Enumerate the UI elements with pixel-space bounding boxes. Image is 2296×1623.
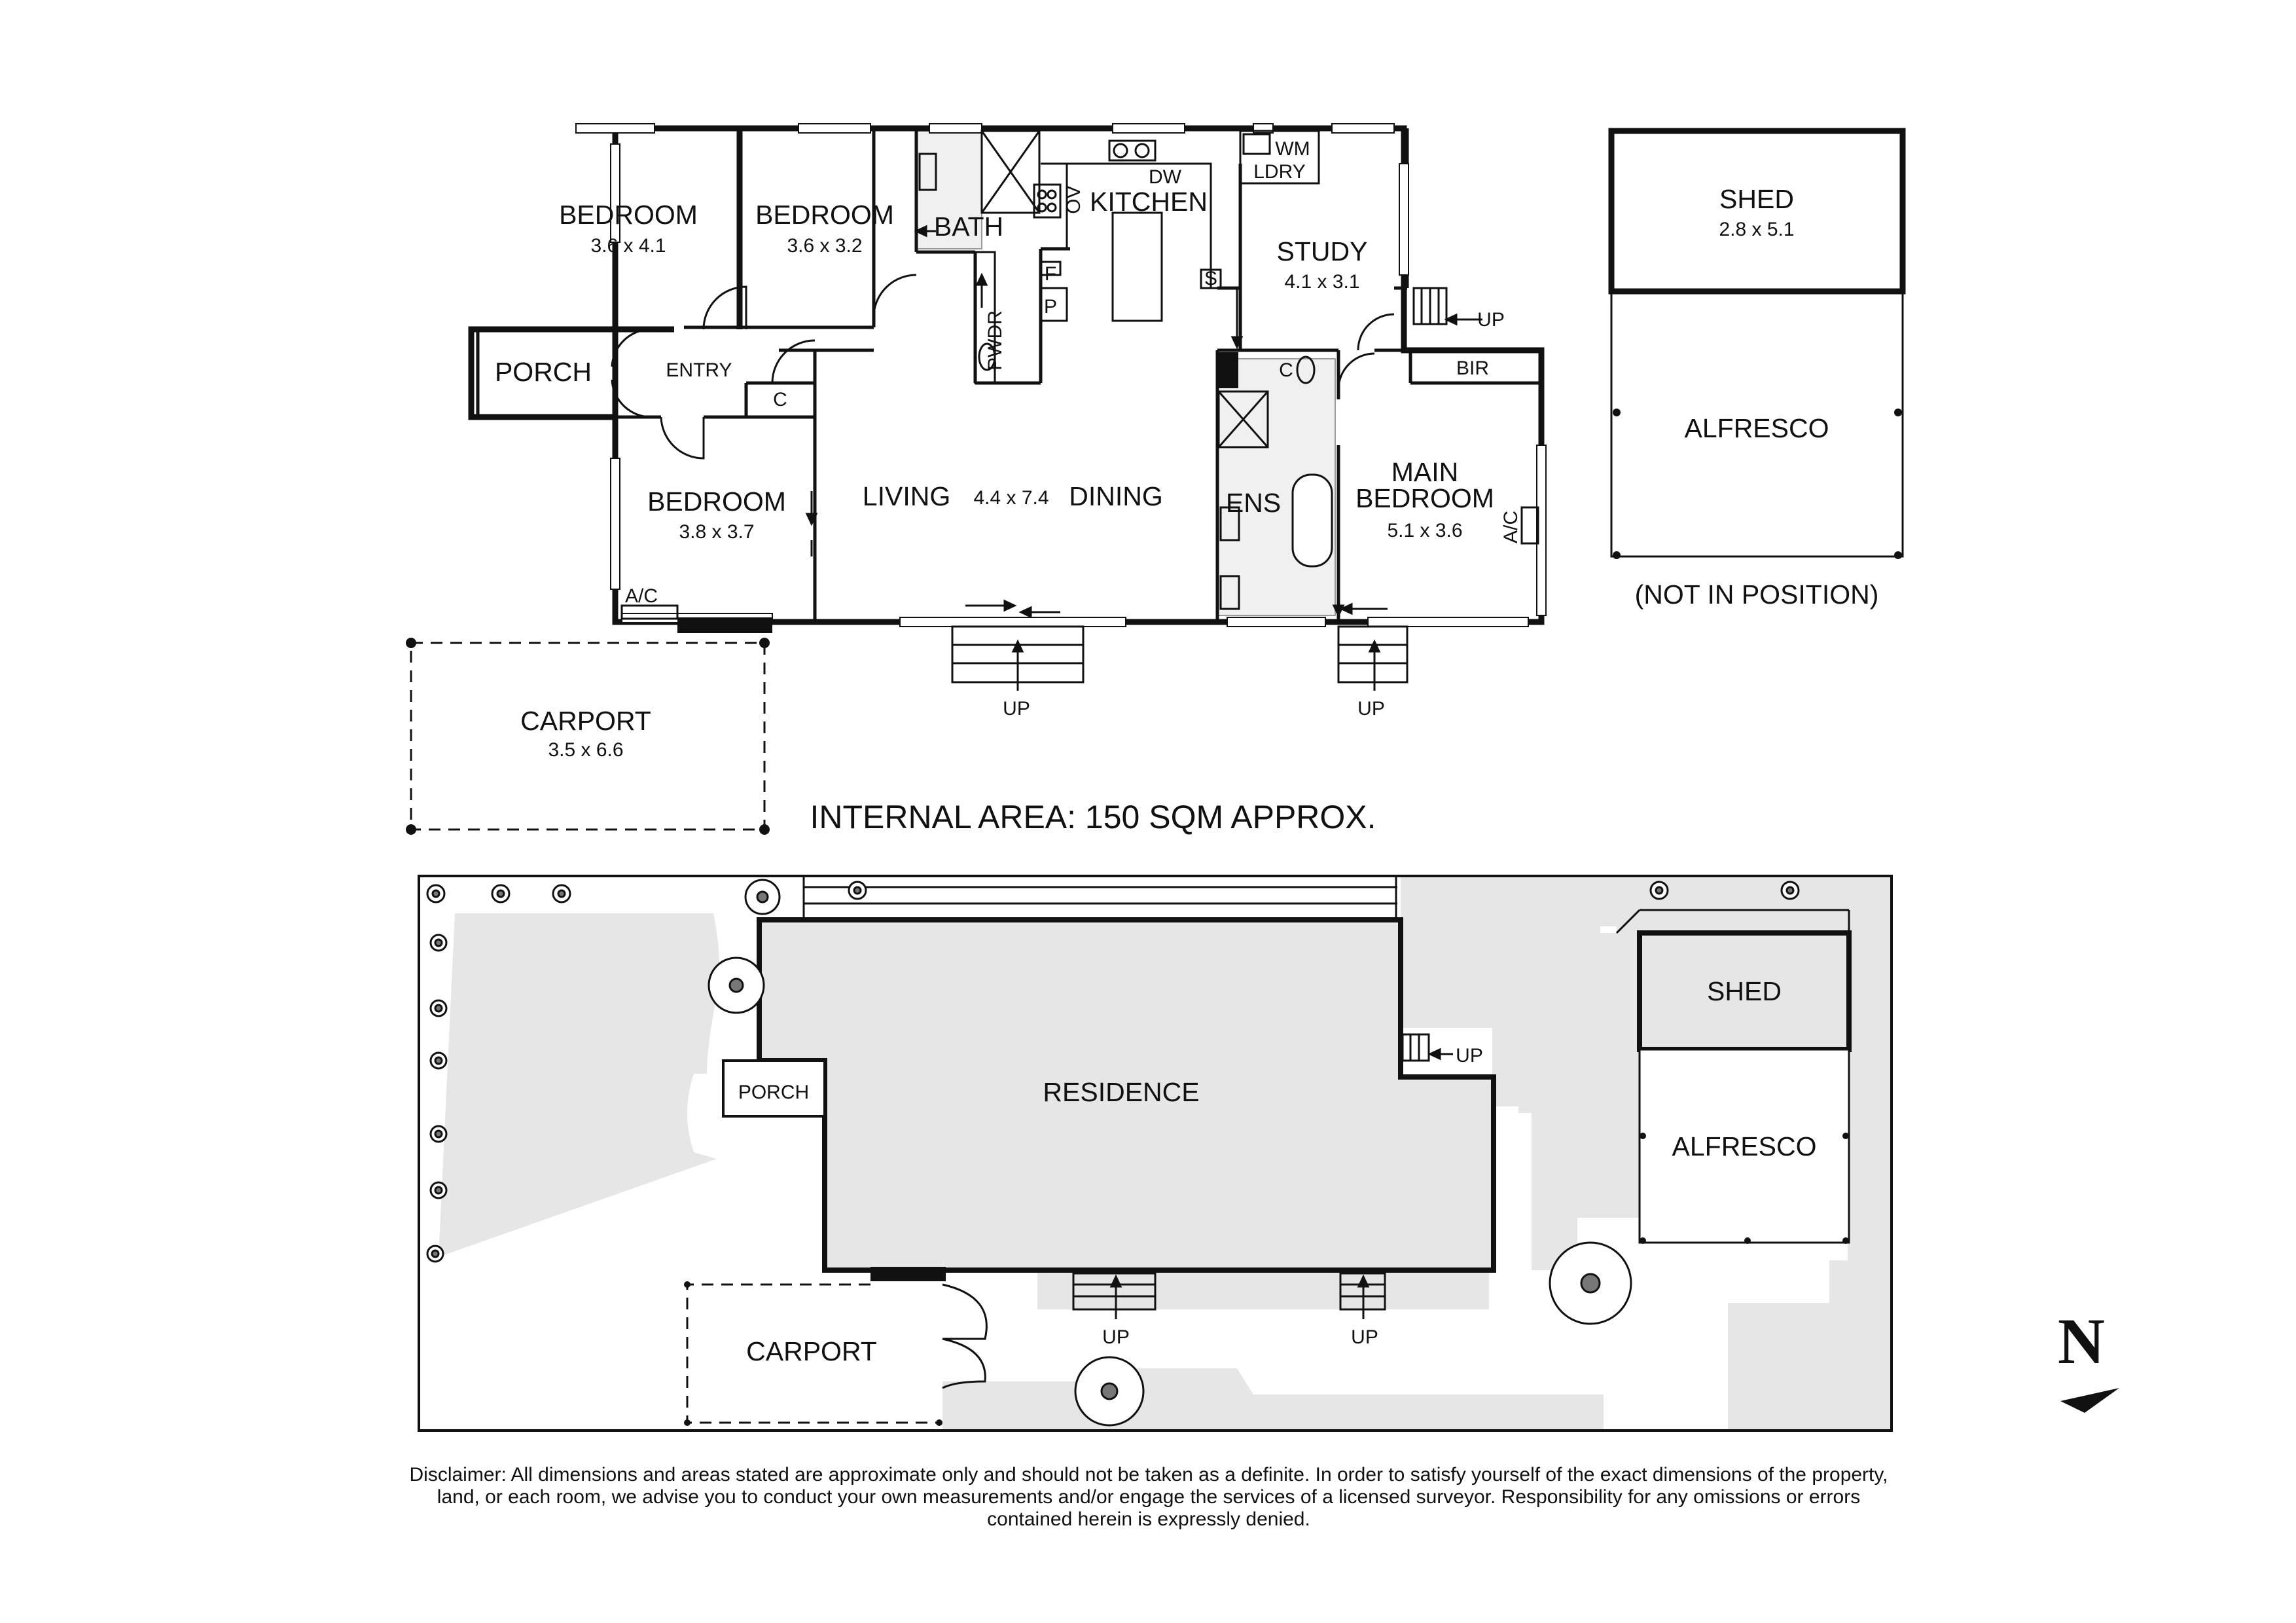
bedroom1-dims: 3.6 x 4.1 — [590, 235, 666, 257]
shed-dims: 2.8 x 5.1 — [1719, 219, 1794, 240]
internal-area-label: INTERNAL AREA: 150 SQM APPROX. — [810, 799, 1376, 835]
up-side-label: UP — [1357, 698, 1385, 720]
pwdr-label: PWDR — [984, 310, 1006, 371]
wall-column — [1219, 352, 1238, 388]
alfresco-label: ALFRESCO — [1685, 413, 1829, 443]
ldry-label: LDRY — [1253, 161, 1305, 183]
dining-label: DINING — [1069, 481, 1163, 511]
sink-label: S — [1204, 268, 1217, 289]
site-up-side: UP — [1351, 1326, 1378, 1348]
up-study-label: UP — [1477, 309, 1505, 331]
kitchen-fittings — [1033, 139, 1222, 322]
study-dims: 4.1 x 3.1 — [1284, 271, 1359, 293]
ov-label: OV — [1063, 185, 1085, 213]
main-bedroom-dims: 5.1 x 3.6 — [1387, 520, 1462, 541]
bedroom3-dims: 3.8 x 3.7 — [679, 521, 754, 543]
bath-label: BATH — [934, 211, 1003, 242]
laundry-fittings — [1239, 130, 1320, 185]
ens-label: ENS — [1226, 488, 1281, 518]
path-front — [1037, 1270, 1489, 1309]
house-floor-plan: BEDROOM 3.6 x 4.1 BEDROOM 3.6 x 3.2 BATH… — [406, 123, 1906, 835]
site-shed — [1637, 930, 1852, 1052]
site-alfresco — [1638, 1048, 1850, 1244]
north-label: N — [2058, 1305, 2105, 1377]
landscape-west — [439, 913, 719, 1257]
kitchen-label: KITCHEN — [1090, 187, 1208, 217]
bedroom3-label: BEDROOM — [647, 486, 786, 517]
garage-door — [677, 617, 772, 633]
site-arrows — [1109, 1048, 1453, 1319]
shed-label: SHED — [1719, 184, 1794, 214]
ac-bedroom-label: A/C — [625, 585, 658, 607]
direction-arrows — [805, 225, 1482, 691]
bathroom-fittings — [918, 130, 1068, 384]
site-porch — [722, 1059, 826, 1118]
entry-label: ENTRY — [666, 359, 732, 381]
residence-label: RESIDENCE — [1043, 1077, 1199, 1107]
living-dims: 4.4 x 7.4 — [973, 487, 1049, 509]
porch-area — [468, 326, 615, 420]
ac-main-label: A/C — [1500, 511, 1522, 543]
carport-outline — [406, 638, 770, 835]
bir-label: BIR — [1456, 357, 1489, 379]
carport-dims: 3.5 x 6.6 — [548, 739, 623, 761]
study-label: STUDY — [1277, 236, 1368, 266]
wm-label: WM — [1275, 138, 1310, 160]
porch-label: PORCH — [495, 357, 592, 387]
site-porch-label: PORCH — [738, 1082, 809, 1103]
ac-unit-bedroom — [620, 604, 679, 620]
ac-unit-main — [1520, 506, 1539, 545]
landscape-centre — [1401, 877, 1640, 1270]
north-arrow-icon: N — [2058, 1305, 2119, 1413]
not-in-position-label: (NOT IN POSITION) — [1635, 579, 1879, 610]
ensuite-fittings — [1217, 356, 1333, 610]
site-shed-label: SHED — [1707, 976, 1782, 1006]
bedroom2-dims: 3.6 x 3.2 — [787, 235, 862, 257]
living-label: LIVING — [863, 481, 950, 511]
site-up-east: UP — [1456, 1045, 1483, 1067]
disclaimer-text: Disclaimer: All dimensions and areas sta… — [409, 1464, 1888, 1530]
bedroom2-label: BEDROOM — [755, 200, 894, 230]
carport-label: CARPORT — [520, 706, 651, 736]
cupboard-ens-label: C — [1279, 359, 1293, 381]
main-bedroom-label-1: MAIN — [1391, 457, 1459, 487]
dw-label: DW — [1149, 166, 1182, 188]
site-up-front: UP — [1102, 1326, 1130, 1348]
pantry-label: P — [1044, 296, 1057, 318]
bedroom1-label: BEDROOM — [559, 200, 698, 230]
cupboard-entry-label: C — [773, 389, 787, 410]
fridge-label: F — [1045, 263, 1056, 285]
up-front-label: UP — [1003, 698, 1030, 720]
site-carport-label: CARPORT — [746, 1336, 877, 1366]
site-plan: RESIDENCE PORCH SHED ALFRESCO CARPORT UP… — [418, 875, 1893, 1432]
main-bedroom-label-2: BEDROOM — [1355, 483, 1494, 513]
shed-alfresco-block — [1608, 128, 1906, 559]
site-alfresco-label: ALFRESCO — [1672, 1131, 1817, 1161]
site-trees — [426, 879, 1800, 1427]
site-garage-door — [870, 1267, 946, 1281]
door-swings — [611, 274, 1395, 460]
